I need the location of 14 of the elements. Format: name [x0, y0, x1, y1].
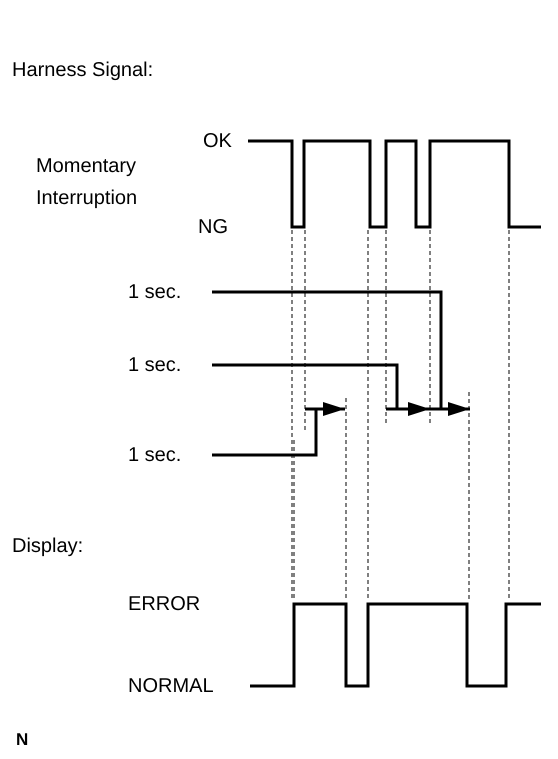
heading: Harness Signal: [12, 58, 154, 82]
level-label: OK [203, 129, 232, 153]
time-label: 1 sec. [128, 443, 182, 467]
time-label: 1 sec. [128, 280, 182, 304]
figure-code: N [16, 729, 28, 751]
signal-name: Momentary Interruption [36, 154, 138, 211]
level-label: NG [198, 215, 228, 239]
level-label: ERROR [128, 592, 200, 616]
level-label: NORMAL [128, 674, 214, 698]
heading: Display: [12, 534, 84, 558]
leader-arrow [212, 402, 345, 456]
time-label: 1 sec. [128, 353, 182, 377]
leader-arrow [212, 290, 470, 416]
leader-arrow [212, 364, 430, 416]
